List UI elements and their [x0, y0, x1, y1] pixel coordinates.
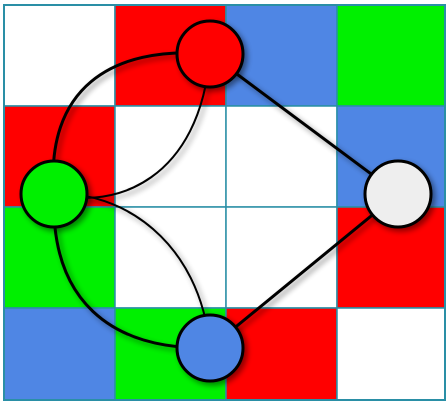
node-left — [19, 159, 89, 229]
grid-cell-r3-c0 — [3, 307, 116, 401]
edge-layer — [51, 51, 399, 350]
grid-background — [3, 4, 446, 401]
node-top — [175, 19, 245, 89]
node-bottom — [175, 313, 245, 383]
grid-cell-r0-c0 — [3, 4, 116, 107]
node-layer — [19, 19, 433, 383]
node-right — [363, 159, 433, 229]
grid-cell-r1-c2 — [225, 105, 338, 208]
edge-bottom-right-2 — [209, 192, 399, 350]
grid-cell-r2-c1 — [114, 206, 227, 309]
edge-left-top-3 — [51, 51, 211, 195]
grid-border — [3, 4, 446, 401]
grid-cell-r1-c1 — [114, 105, 227, 208]
grid-cell-r3-c3 — [336, 307, 446, 401]
edge-top-right-0 — [209, 52, 399, 196]
grid-cell-r0-c3 — [336, 4, 446, 107]
edge-left-bottom-6 — [52, 193, 211, 350]
